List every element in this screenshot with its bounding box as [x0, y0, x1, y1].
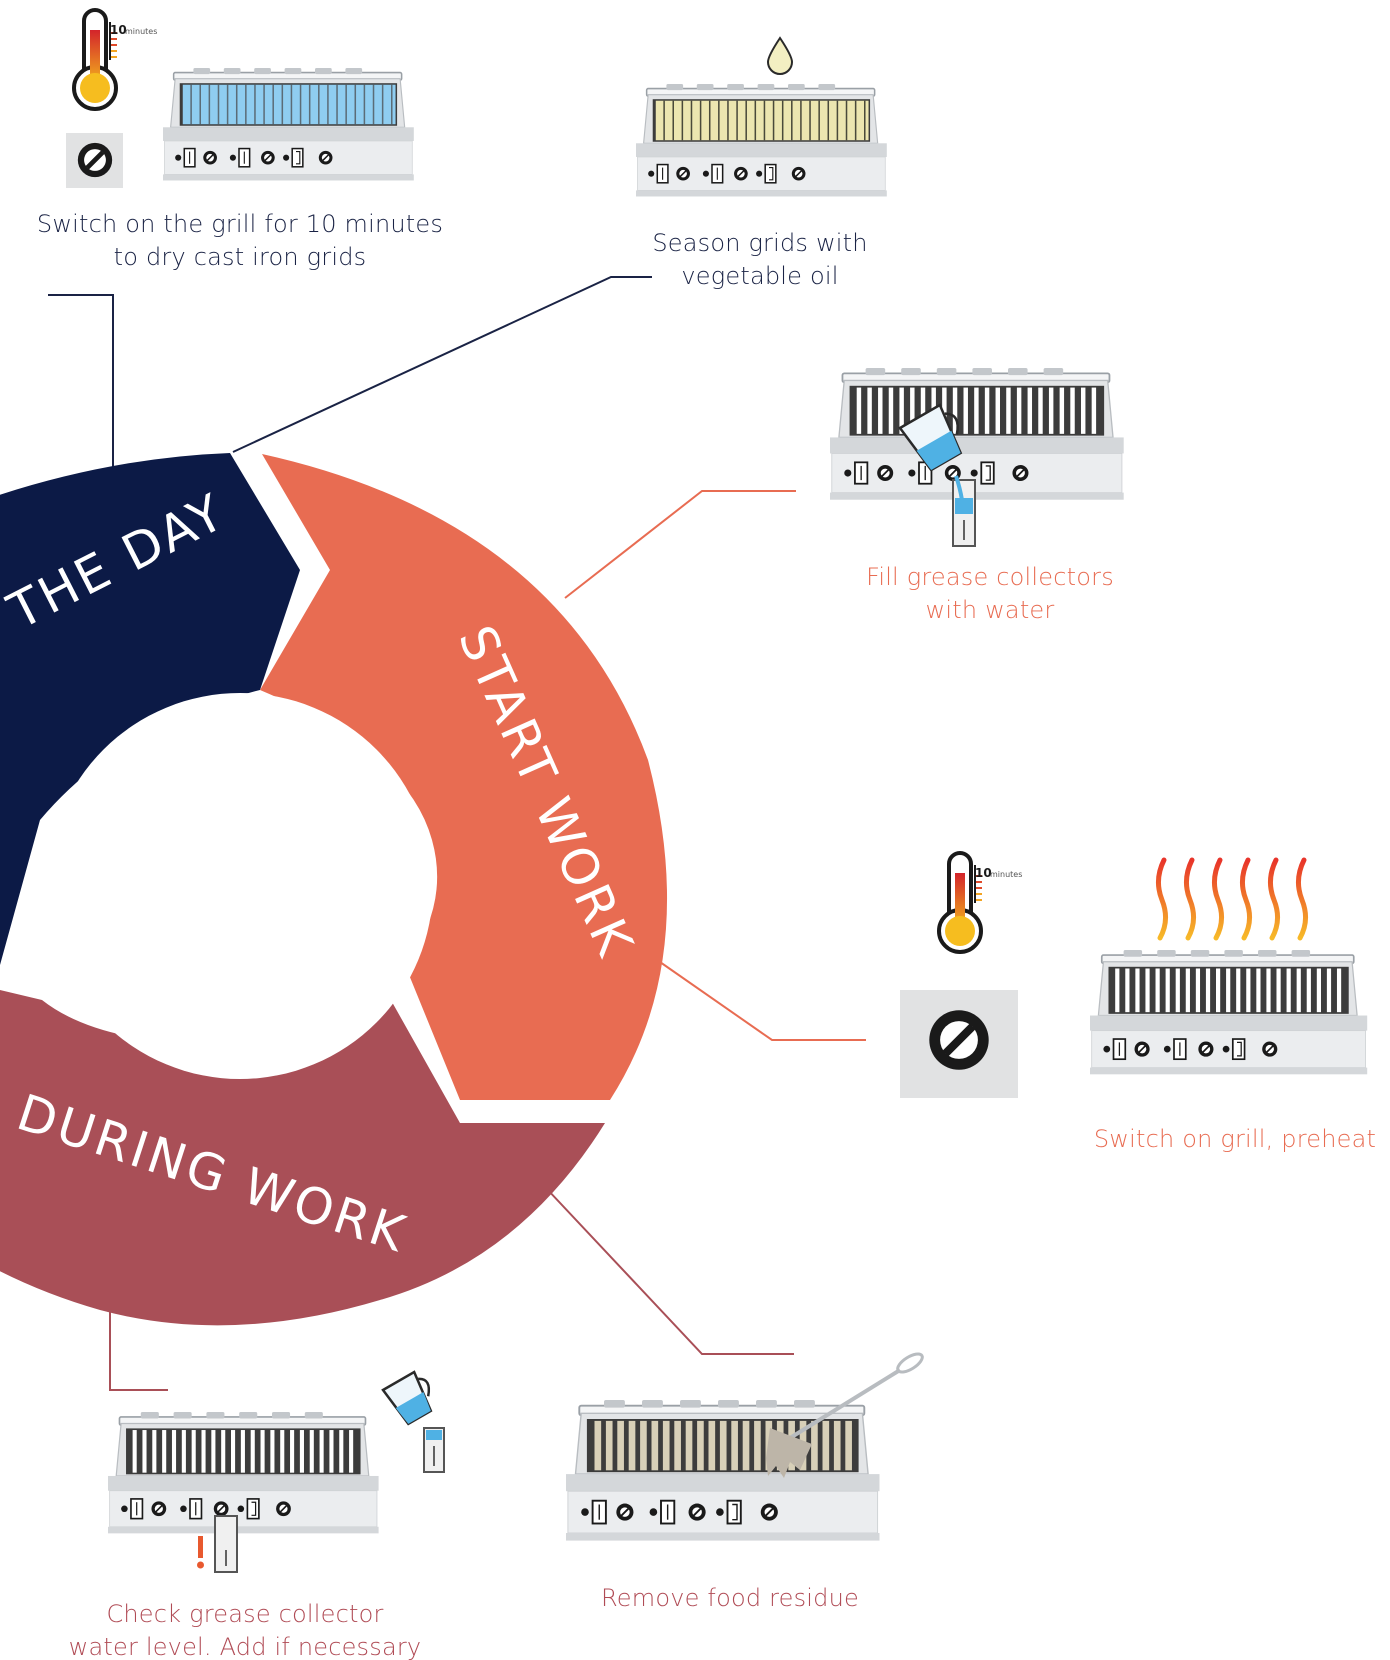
grill-icon: [162, 67, 415, 182]
caption-residue: Remove food residue: [560, 1582, 900, 1615]
grill-icon: [565, 1399, 881, 1542]
timer-value: 10: [975, 866, 992, 880]
segment-during-work: [0, 990, 605, 1326]
caption-line: Switch on the grill for 10 minutes: [36, 210, 444, 238]
caption-line: Check grease collector: [106, 1600, 384, 1628]
caption-line: Remove food residue: [601, 1584, 859, 1612]
step-fill-illustration: [829, 367, 1125, 547]
oil-drop-icon: [766, 36, 794, 75]
scraper-brush-icon: [766, 1352, 924, 1478]
caption-line: with water: [925, 596, 1055, 624]
step-preheat-illustration: 10 minutes: [900, 851, 1369, 1098]
caption-line: water level. Add if necessary: [68, 1633, 422, 1660]
caption-dry: Switch on the grill for 10 minutes to dr…: [30, 208, 450, 274]
pitcher-icon: [381, 1370, 433, 1426]
segment-before-day: [0, 453, 300, 965]
connector-lines: [48, 276, 866, 1391]
grill-icon: [107, 1411, 380, 1535]
step-dry-illustration: 10 minutes: [66, 8, 415, 188]
step-check-illustration: [107, 1370, 445, 1573]
timer-unit: minutes: [125, 27, 157, 36]
warning-icon: [197, 1536, 204, 1569]
caption-preheat: Switch on grill, preheat: [1080, 1123, 1390, 1156]
cycle-ring: [0, 453, 668, 1326]
timer-value: 10: [110, 23, 127, 37]
step-season-illustration: [635, 36, 888, 198]
caption-line: Fill grease collectors: [866, 563, 1114, 591]
caption-line: Season grids with: [652, 229, 868, 257]
caption-line: to dry cast iron grids: [113, 243, 367, 271]
heat-waves-icon: [1156, 857, 1308, 941]
caption-line: Switch on grill, preheat: [1093, 1125, 1377, 1153]
grill-icon: [635, 83, 888, 198]
grill-icon: [829, 367, 1125, 501]
grill-icon: [1089, 949, 1369, 1076]
pitcher-icon: [898, 403, 963, 472]
timer-knob-icon: [78, 143, 112, 177]
grease-collector-icon: [214, 1515, 238, 1573]
segment-start-work: [260, 454, 668, 1100]
caption-fill: Fill grease collectors with water: [830, 561, 1150, 627]
caption-line: vegetable oil: [681, 262, 839, 290]
grease-collector-icon: [423, 1427, 445, 1473]
caption-season: Season grids with vegetable oil: [600, 227, 920, 293]
caption-check: Check grease collector water level. Add …: [60, 1598, 430, 1660]
grease-collector-icon: [952, 479, 976, 547]
timer-unit: minutes: [990, 870, 1022, 879]
step-residue-illustration: [565, 1352, 924, 1542]
timer-knob-icon: [929, 1010, 988, 1069]
